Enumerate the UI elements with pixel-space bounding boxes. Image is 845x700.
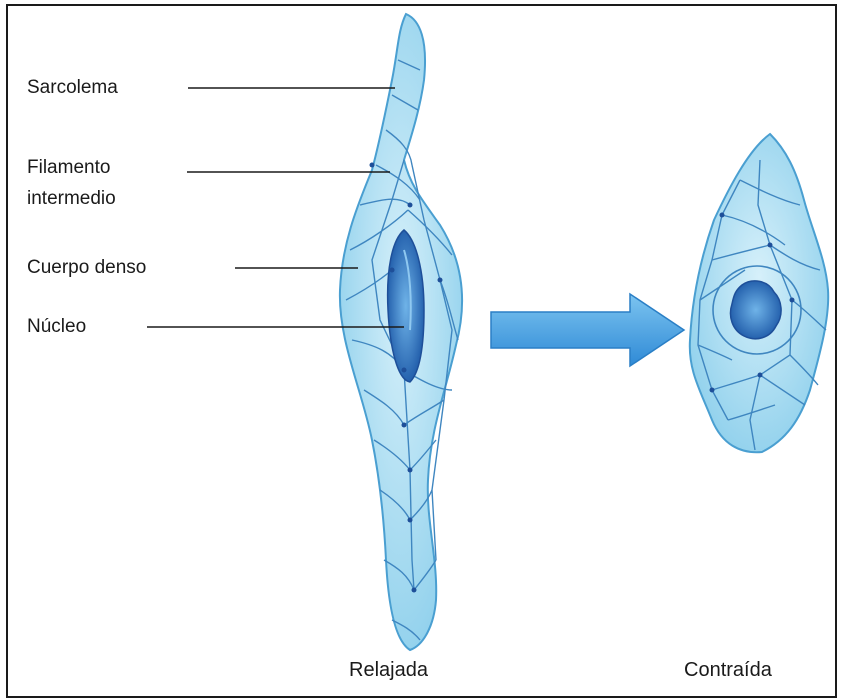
- contracted-nucleus: [731, 281, 782, 339]
- label-cuerpo-denso: Cuerpo denso: [27, 256, 146, 280]
- caption-contraida: Contraída: [684, 659, 772, 682]
- contracted-cell: [690, 134, 828, 452]
- relaxed-cell: [340, 14, 462, 650]
- label-sarcolema: Sarcolema: [27, 76, 118, 100]
- label-nucleo: Núcleo: [27, 315, 86, 339]
- label-filamento-line2: intermedio: [27, 186, 116, 211]
- caption-relajada: Relajada: [349, 659, 428, 682]
- right-arrow-icon: [491, 294, 684, 366]
- label-filamento-line1: Filamento: [27, 155, 110, 180]
